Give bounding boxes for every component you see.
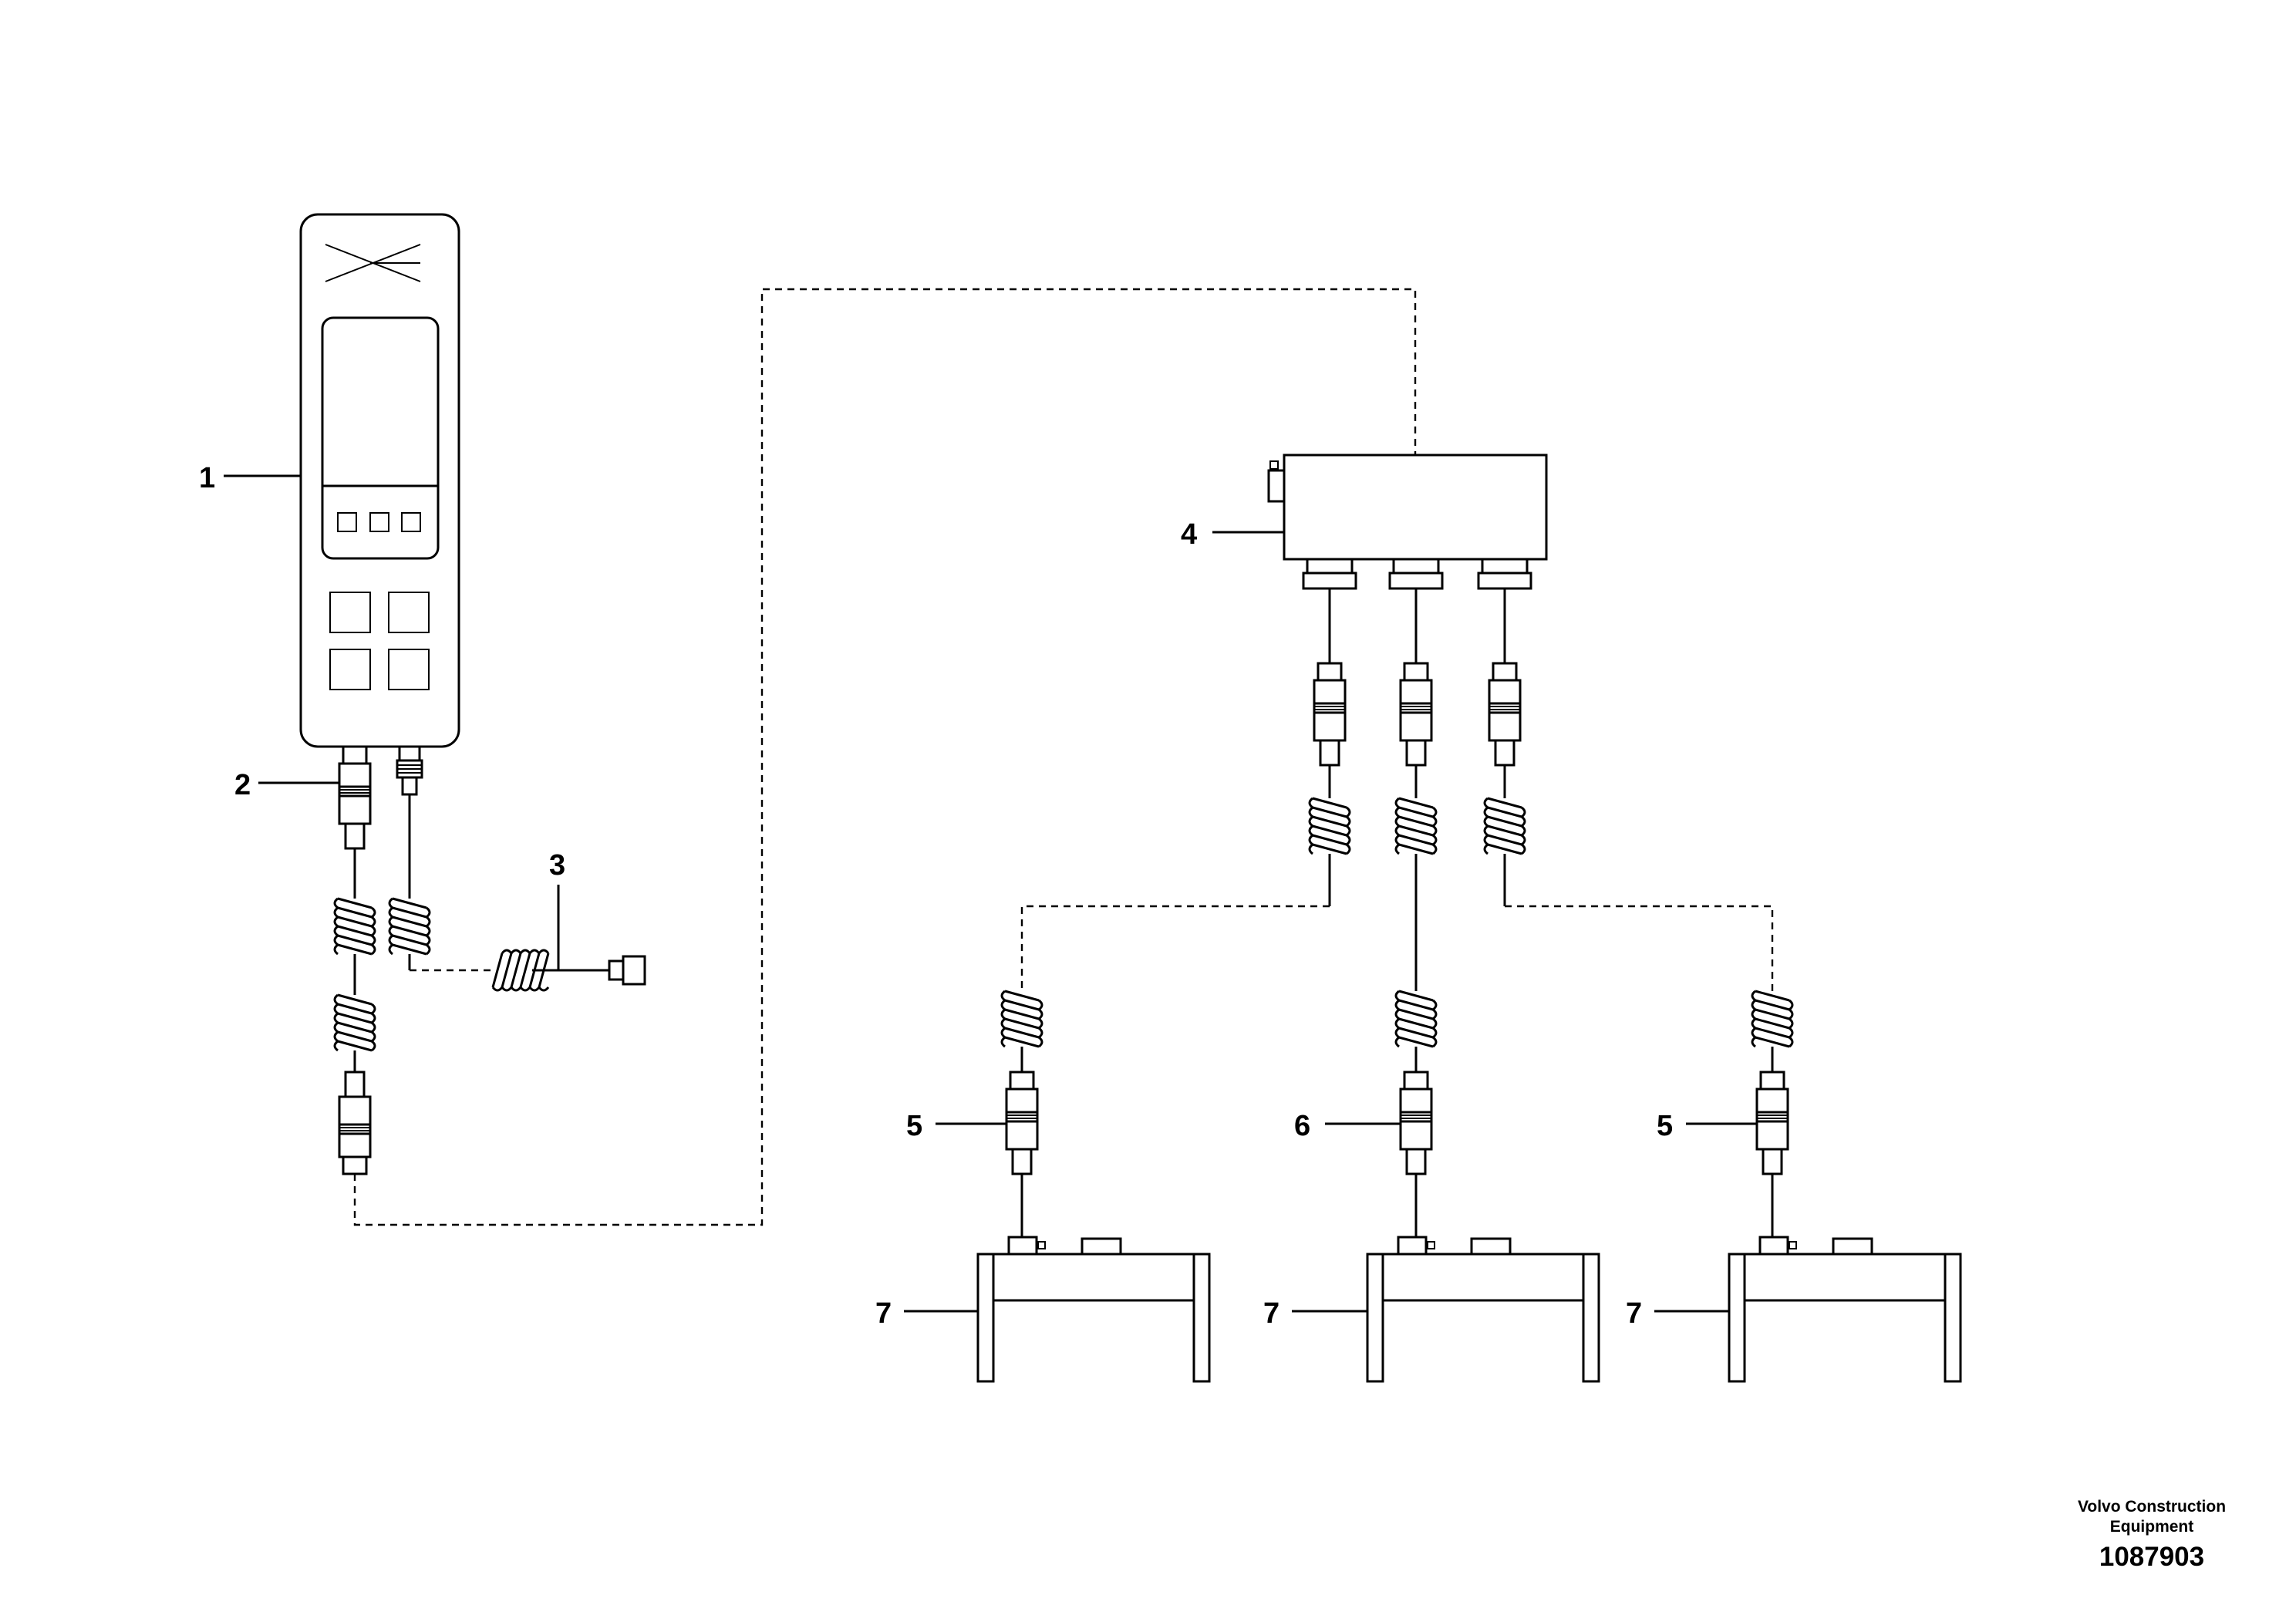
branch-cable-left <box>1000 588 1351 1239</box>
key-pad-1 <box>329 592 371 633</box>
callout-7-center: 7 <box>1263 1297 1279 1330</box>
unit-bench-left <box>976 1236 1211 1383</box>
connector-cable-left <box>333 745 376 1175</box>
link-cable-dashed <box>353 288 1417 1226</box>
soft-key-2 <box>369 512 389 532</box>
unit-bench-right <box>1728 1236 1962 1383</box>
unit-bench-center <box>1366 1236 1600 1383</box>
soft-key-3 <box>401 512 421 532</box>
caption-line-2: Equipment <box>2110 1518 2194 1536</box>
soft-key-1 <box>337 512 357 532</box>
key-pad-3 <box>329 649 371 690</box>
callout-4: 4 <box>1181 518 1197 551</box>
callout-5-left: 5 <box>906 1110 922 1142</box>
branch-cable-right <box>1483 588 1794 1239</box>
callout-7-right: 7 <box>1626 1297 1642 1330</box>
callout-1: 1 <box>199 462 215 494</box>
service-handheld-unit <box>299 213 460 748</box>
callout-7-left: 7 <box>875 1297 892 1330</box>
leader-lines <box>224 474 1757 1313</box>
callout-2: 2 <box>234 769 251 801</box>
callout-6: 6 <box>1294 1110 1310 1142</box>
distribution-box <box>1267 454 1548 590</box>
figure-number: 1087903 <box>2099 1542 2204 1572</box>
callout-5-right: 5 <box>1657 1110 1673 1142</box>
branch-cable-center <box>1394 588 1438 1239</box>
key-pad-2 <box>388 592 430 633</box>
callout-3: 3 <box>549 849 565 882</box>
display-screen <box>321 316 440 560</box>
connector-cable-right <box>388 745 646 992</box>
caption-line-1: Volvo Construction <box>2078 1498 2226 1516</box>
key-pad-4 <box>388 649 430 690</box>
